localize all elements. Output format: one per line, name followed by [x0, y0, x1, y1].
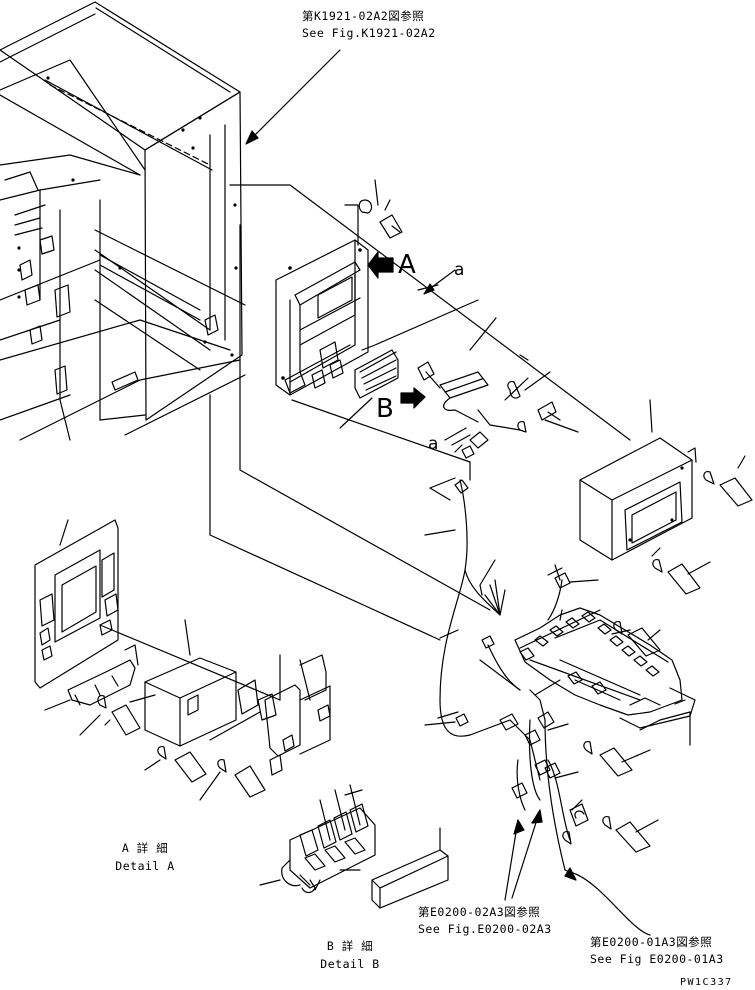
top-reference-leader: [251, 49, 341, 139]
detail-b-jp: B 詳 細: [326, 939, 374, 953]
detail-b-en: Detail B: [320, 957, 380, 971]
relay-box: [514, 607, 696, 731]
callout-a2-leader: [444, 427, 467, 441]
arrowhead-3: [564, 867, 577, 881]
view-arrow-a: [367, 251, 394, 279]
mid-reference-en: See Fig.E0200-02A3: [418, 922, 552, 936]
drawing-code: PW1C337: [680, 977, 733, 988]
callout-a1-arrowhead: [423, 283, 435, 295]
cab-frame: [0, 1, 246, 441]
view-marker-b: B: [376, 394, 394, 424]
controller-bracket: [275, 204, 369, 396]
top-reference-en: See Fig.K1921-02A2: [302, 26, 436, 40]
detail-a-jp: A 詳 細: [121, 841, 169, 855]
frame-bolt-holes: [17, 76, 238, 357]
right-reference-jp: 第E0200-01A3図参照: [590, 935, 713, 949]
top-reference-arrowhead: [245, 130, 259, 145]
detail-a-en: Detail A: [115, 859, 175, 873]
controller-cover: [579, 399, 697, 561]
callout-a1: a: [454, 260, 465, 280]
bracket-bolts: [358, 179, 579, 433]
callout-a1-leader: [427, 269, 456, 291]
mid-reference-jp: 第E0200-02A3図参照: [418, 905, 541, 919]
connector-b: [354, 349, 399, 399]
detail-b-drawing: [259, 784, 449, 909]
controller-leaders: [291, 284, 561, 481]
top-reference-jp: 第K1921-02A2図参照: [302, 9, 425, 23]
harness-leaders: [424, 477, 599, 779]
bracket-holes: [281, 248, 362, 380]
detail-a-drawing: [34, 519, 331, 801]
relay-box-leaders: [559, 609, 691, 746]
cover-bolts: [651, 455, 753, 595]
view-marker-a: A: [398, 250, 416, 280]
hidden-edge: [49, 84, 211, 166]
wiring-connector: [439, 317, 521, 449]
reference-leaders: [94, 184, 631, 641]
callout-a2: a: [428, 434, 439, 454]
harness-clips: [454, 445, 571, 799]
arrowhead-1: [513, 819, 525, 835]
view-arrow-b: [400, 387, 426, 409]
arrowhead-2: [531, 809, 543, 824]
cover-holes: [628, 466, 684, 542]
right-reference-en: See Fig E0200-01A3: [590, 952, 724, 966]
harness-bolts: [562, 621, 661, 853]
wire-harness: [437, 479, 571, 871]
